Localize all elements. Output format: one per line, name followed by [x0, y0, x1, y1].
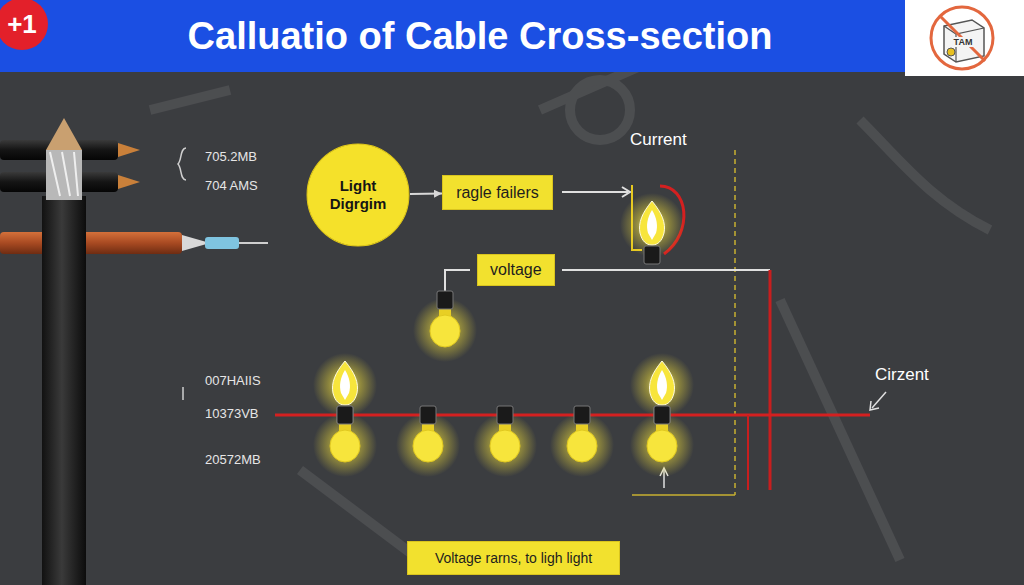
cable-label: 705.2MB [205, 149, 257, 164]
art-shape [931, 7, 993, 69]
bulb-symbol [313, 406, 377, 477]
art-shape [0, 232, 182, 254]
art-shape [570, 80, 630, 140]
node-text: voltage [490, 261, 542, 279]
cable-label: 10373VB [205, 406, 259, 421]
icon-panel [905, 0, 1024, 76]
icon-text: TAM [953, 37, 974, 47]
bulb-symbol [630, 406, 694, 477]
signal-label: Cirzent [875, 365, 929, 385]
art-shape [46, 150, 82, 200]
art-shape [947, 48, 955, 56]
note-box: Voltage rarns, to ligh light [407, 541, 620, 575]
bulb-symbol [550, 406, 614, 477]
cables [0, 118, 268, 585]
title: Calluatio of Cable Cross-section [188, 15, 773, 58]
bulb-symbol [473, 406, 537, 477]
node-text: Voltage rarns, to ligh light [435, 550, 592, 566]
art-shape [870, 401, 879, 410]
bulb-symbol [396, 406, 460, 477]
art-shape [118, 175, 140, 189]
header-bar [0, 0, 905, 72]
art-shape [622, 187, 630, 197]
art-shape [780, 300, 900, 560]
background-tools [150, 40, 990, 560]
icon [931, 7, 993, 69]
art-shape [182, 387, 184, 400]
art-shape [747, 415, 749, 490]
art-shape [860, 120, 990, 230]
connector-arrow [410, 192, 442, 195]
bulb-symbol [620, 193, 684, 264]
circle-shape [307, 144, 409, 246]
art-shape [632, 494, 735, 496]
badge [0, 0, 48, 50]
cable-label: 20572MB [205, 452, 261, 467]
node-text: Light Digrgim [316, 177, 400, 213]
cable-label: 704 AMS [205, 178, 258, 193]
art-shape [178, 148, 186, 180]
bracket [178, 148, 186, 400]
bulb-symbol [413, 291, 477, 362]
art-shape [940, 16, 985, 61]
concept-circle: Light Digrgim [306, 143, 410, 247]
art-shape [239, 242, 268, 244]
signal-label: Current [630, 130, 687, 150]
art-shape [300, 470, 420, 560]
art-shape [50, 152, 78, 196]
art-shape [150, 90, 230, 110]
art-shape [46, 118, 82, 150]
process-box: ragle failers [442, 175, 553, 210]
art-shape [562, 191, 628, 193]
art-shape [445, 270, 470, 292]
art-shape [562, 269, 770, 271]
art-shape [205, 237, 239, 249]
art-shape [734, 150, 736, 495]
art-shape [872, 392, 886, 408]
art-shape [118, 143, 140, 157]
badge-number: +1 [7, 9, 37, 40]
cable-label: 007HAIIS [205, 373, 261, 388]
node-text: ragle failers [456, 184, 539, 202]
art-shape [42, 196, 86, 585]
process-box: voltage [477, 254, 555, 286]
wires [275, 150, 886, 495]
art-shape [769, 270, 772, 490]
art-shape [944, 26, 984, 62]
